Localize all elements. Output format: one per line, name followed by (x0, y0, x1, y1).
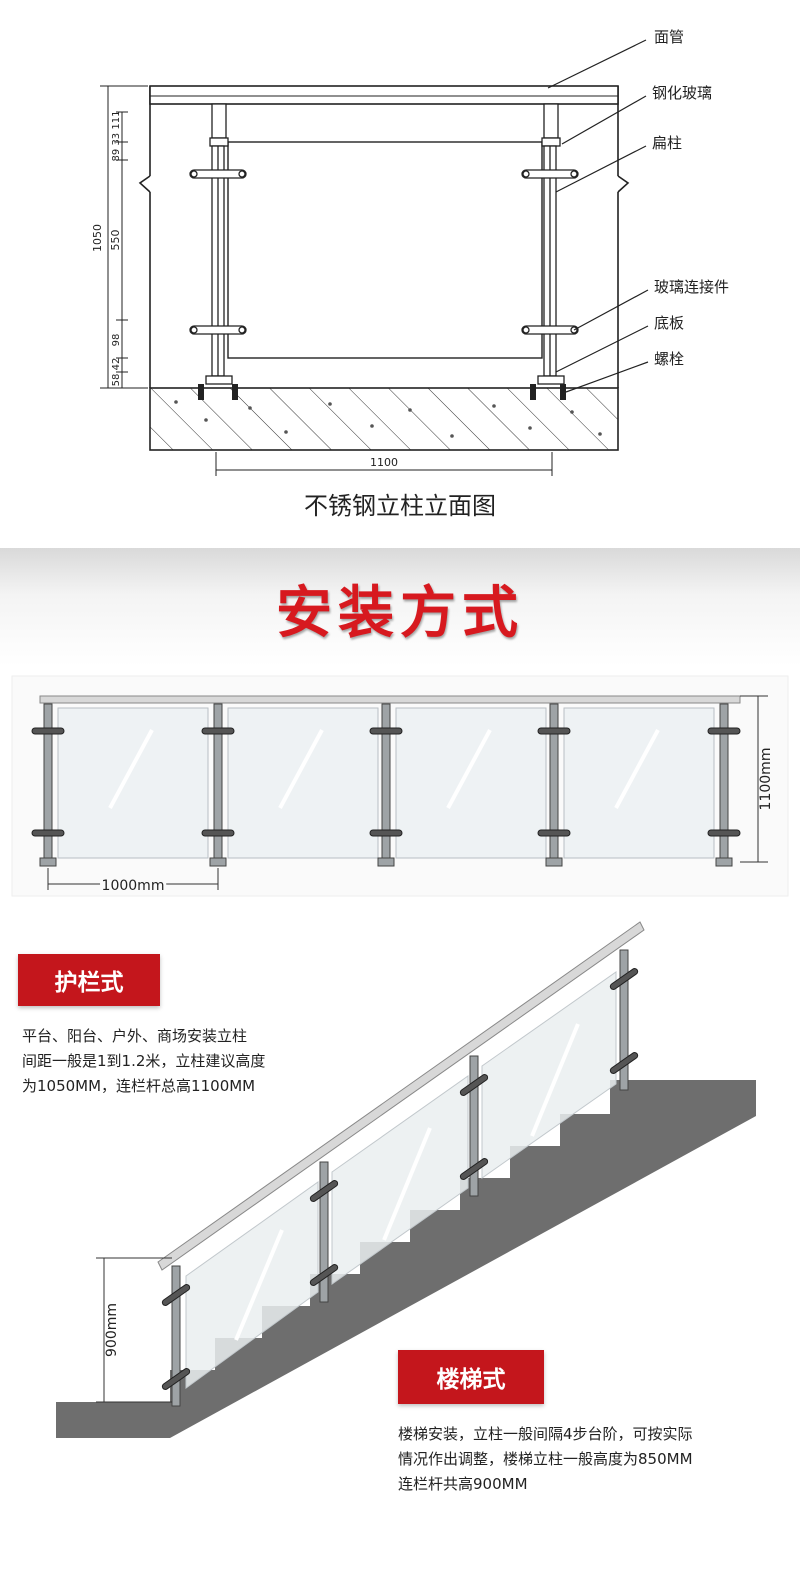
stair-glass-panels (185, 971, 617, 1389)
guardrail-illustration: 1100mm 1000mm (11, 675, 789, 897)
dim-98: 98 (111, 334, 122, 347)
bolts (198, 384, 566, 400)
handrail (149, 85, 619, 105)
stair-posts (171, 949, 629, 1407)
dim-bottom: 58 42 (111, 358, 122, 387)
label-bolt: 螺栓 (654, 350, 684, 368)
elevation-caption: 不锈钢立柱立面图 (304, 492, 496, 520)
post-right (537, 103, 565, 385)
guardrail-badge: 护栏式 (18, 954, 160, 1006)
stair-illustration: 900mm (56, 921, 756, 1438)
stair-dim-height: 900mm (104, 1303, 120, 1357)
dim-top: 89 33 111 (111, 111, 122, 162)
glass-panel (227, 141, 543, 359)
floor-slab (149, 387, 619, 451)
guardrail-dim-height: 1100mm (758, 748, 774, 811)
label-post: 扁柱 (652, 134, 682, 152)
guardrail-glass-panels (57, 707, 715, 859)
vertical-dimensions (100, 85, 148, 389)
guardrail-posts (39, 703, 733, 867)
stair-handrail (157, 921, 645, 1271)
guardrail-handrail (39, 695, 741, 704)
guardrail-dim-spacing: 1000mm (102, 878, 165, 894)
label-connector: 玻璃连接件 (654, 278, 729, 296)
guardrail-clamps (31, 727, 741, 837)
dim-1100: 1100 (370, 456, 398, 469)
label-handrail: 面管 (654, 28, 684, 46)
stair-clamps (161, 968, 639, 1390)
stair-badge: 楼梯式 (398, 1350, 544, 1404)
section-title: 安装方式 (276, 581, 524, 646)
post-left (205, 103, 233, 385)
dim-550: 550 (109, 230, 122, 251)
elevation-drawing: 1050 550 89 33 111 98 58 42 1100 面管 钢化玻璃… (91, 28, 729, 476)
label-glass: 钢化玻璃 (652, 84, 712, 102)
glass-connectors (189, 169, 579, 335)
guardrail-description: 平台、阳台、户外、商场安装立柱 间距一般是1到1.2米，立柱建议高度 为1050… (22, 1027, 266, 1095)
title-band (0, 548, 800, 666)
stair-description: 楼梯安装，立柱一般间隔4步台阶，可按实际 情况作出调整，楼梯立柱一般高度为850… (398, 1425, 693, 1493)
leader-lines (547, 39, 649, 393)
label-base-plate: 底板 (654, 314, 684, 332)
dim-1050: 1050 (91, 224, 104, 252)
